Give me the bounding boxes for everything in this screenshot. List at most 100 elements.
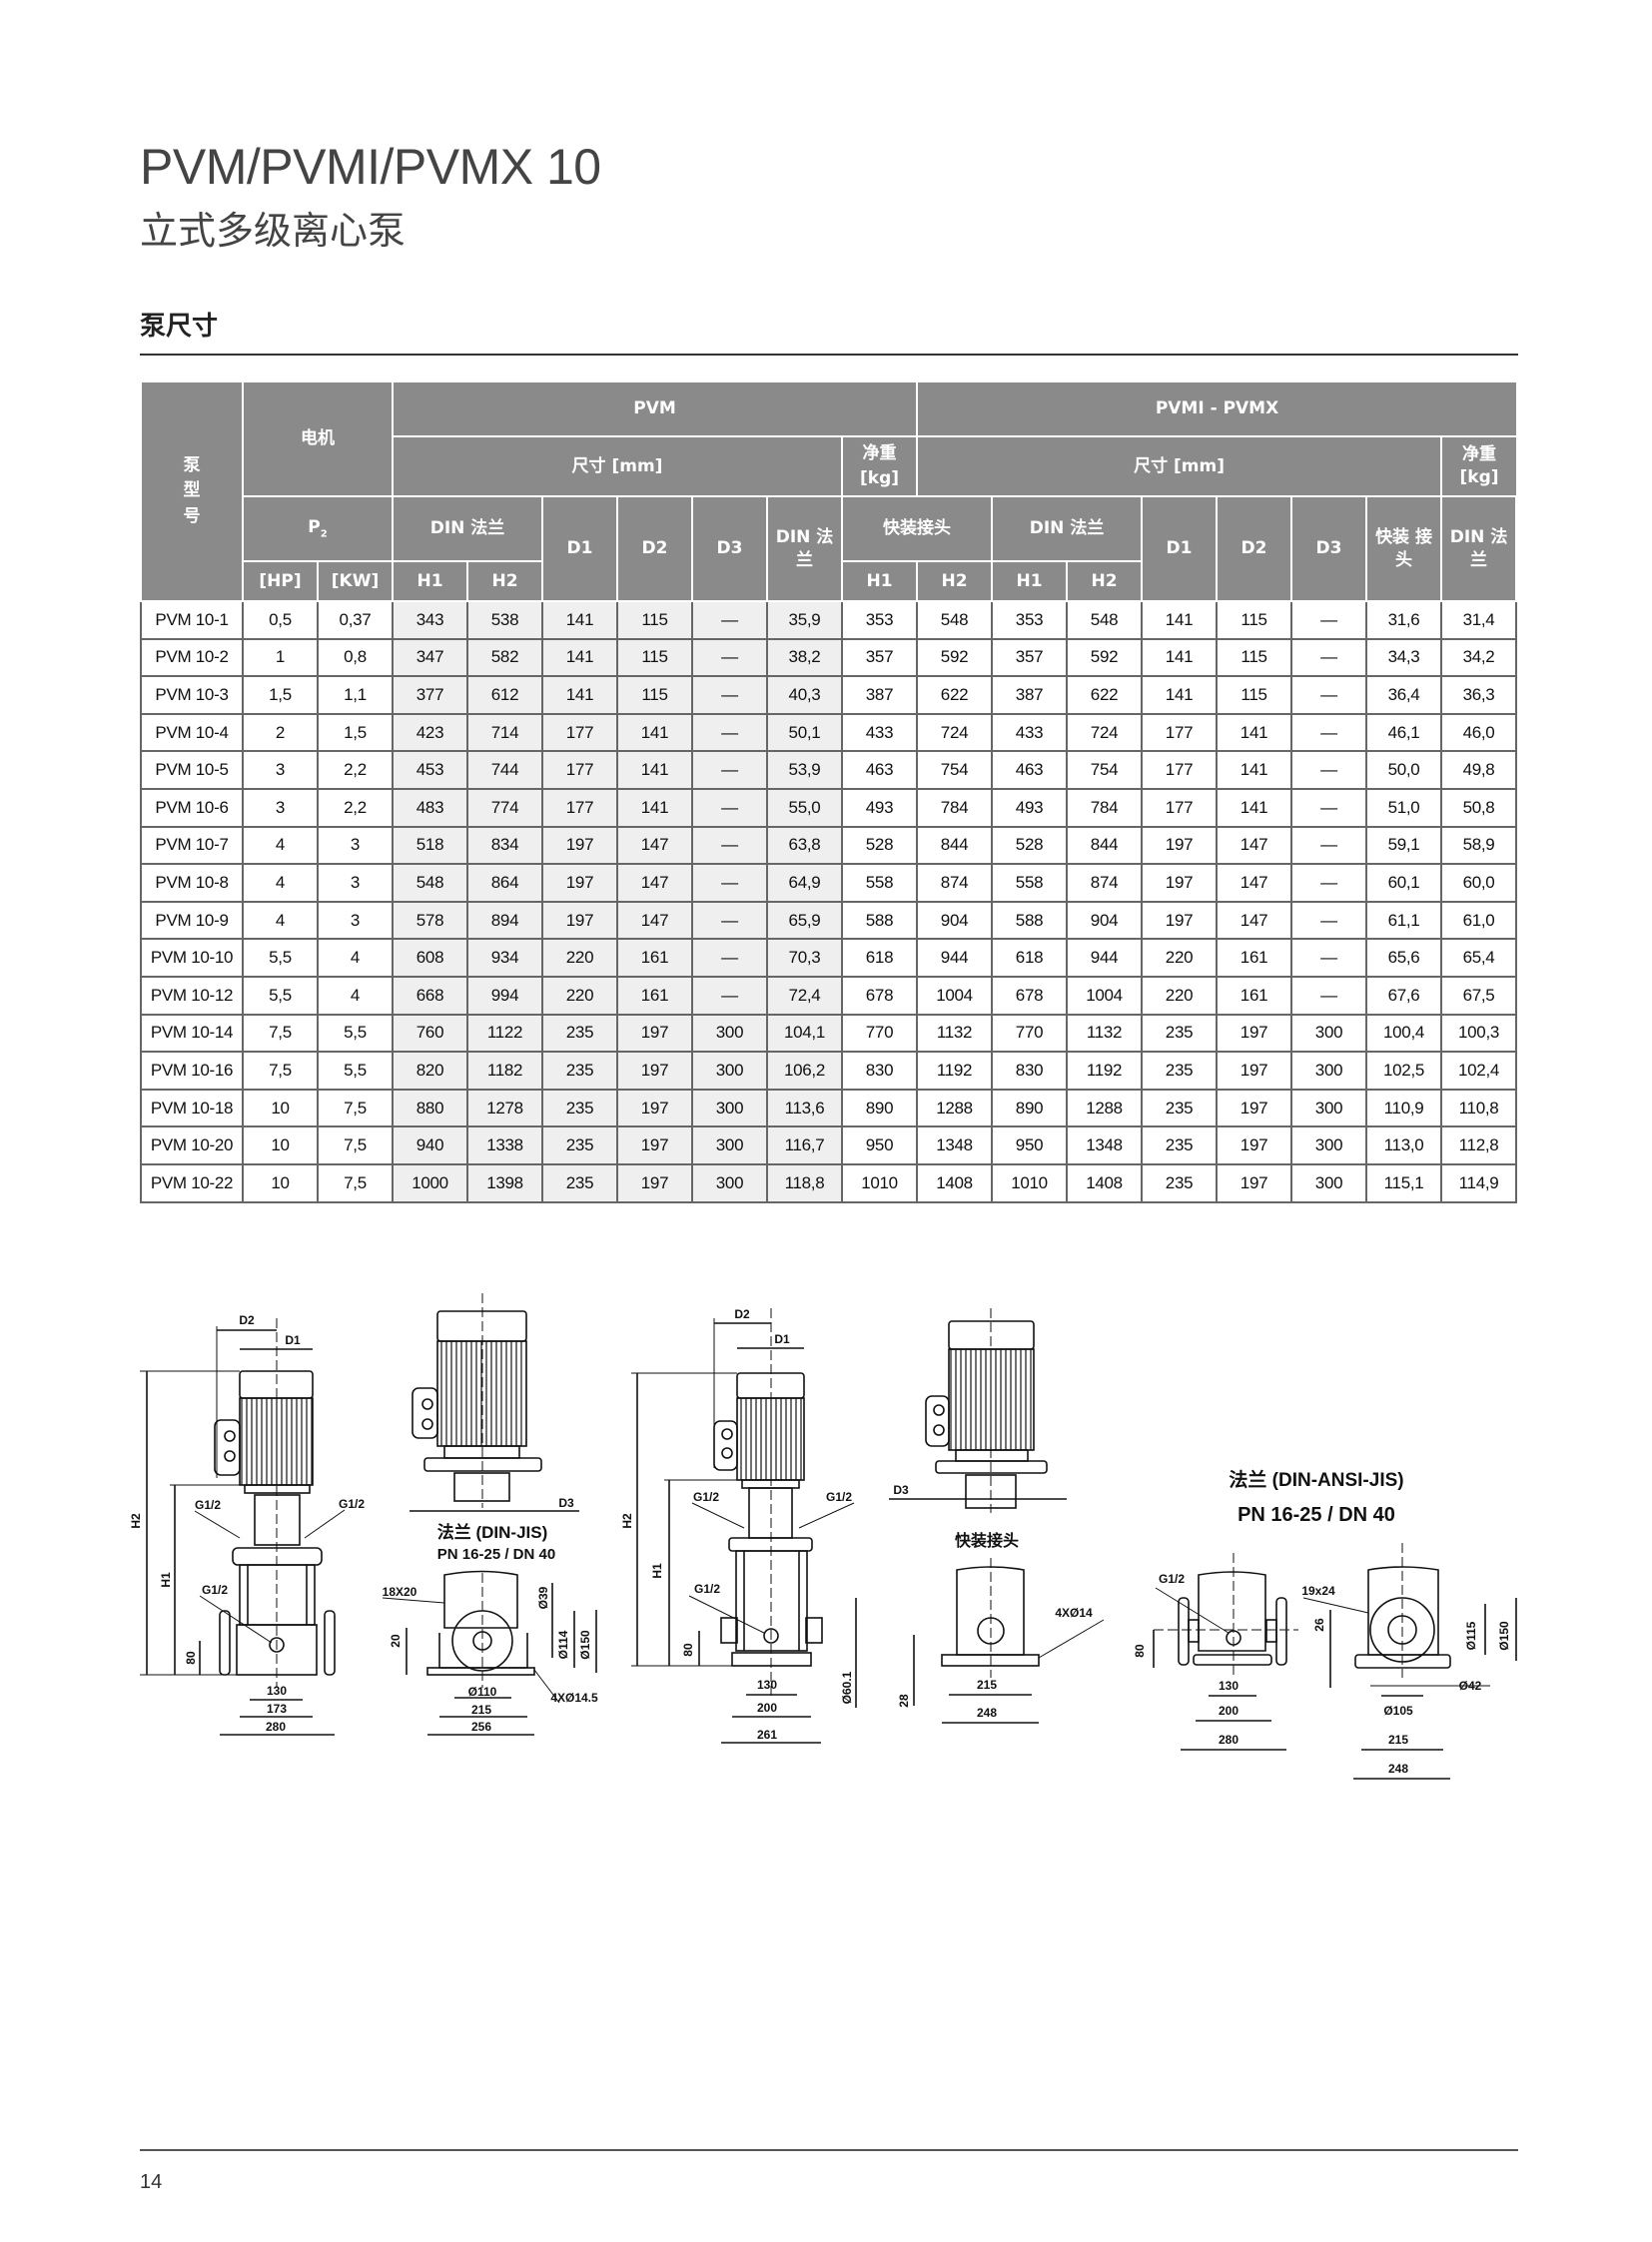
- value-cell: 100,3: [1440, 1013, 1518, 1054]
- value-cell: 102,4: [1440, 1051, 1518, 1091]
- value-cell: 141: [616, 712, 693, 753]
- value-cell: 1288: [1066, 1088, 1144, 1128]
- header-pvm-din-weight: DIN 法兰: [766, 495, 843, 602]
- value-cell: 548: [392, 863, 468, 903]
- value-cell: 141: [1141, 600, 1219, 640]
- value-cell: 34,2: [1440, 637, 1518, 678]
- value-cell: 59,1: [1365, 825, 1443, 866]
- value-cell: 714: [466, 712, 543, 753]
- value-cell: 5,5: [242, 975, 319, 1016]
- value-cell: 1122: [466, 1013, 543, 1054]
- value-cell: 934: [466, 938, 543, 978]
- value-cell: 10: [242, 1162, 319, 1203]
- value-cell: 518: [392, 825, 468, 866]
- header-pvmi-quick: 快装接头: [840, 495, 994, 562]
- value-cell: 60,1: [1365, 863, 1443, 903]
- value-cell: 3: [317, 900, 394, 941]
- dimension-label: D3: [893, 1483, 909, 1497]
- value-cell: 1010: [840, 1162, 919, 1203]
- model-cell: PVM 10-10: [140, 938, 244, 978]
- value-cell: 950: [840, 1125, 919, 1165]
- header-pvmi-d3: D3: [1290, 495, 1368, 602]
- value-cell: 115: [1216, 675, 1293, 715]
- value-cell: 1192: [1066, 1051, 1144, 1091]
- value-cell: 834: [466, 825, 543, 866]
- value-cell: 141: [1216, 787, 1293, 828]
- value-cell: 3: [242, 750, 319, 790]
- value-cell: 197: [541, 900, 618, 941]
- value-cell: 64,9: [766, 863, 843, 903]
- drawing-caption: 法兰 (DIN-JIS): [437, 1522, 548, 1542]
- value-cell: 31,6: [1365, 600, 1443, 640]
- dimension-label: 130: [757, 1678, 777, 1692]
- value-cell: 944: [1066, 938, 1144, 978]
- value-cell: —: [691, 750, 768, 790]
- header-motor: 电机: [242, 380, 394, 497]
- value-cell: 147: [616, 863, 693, 903]
- value-cell: 61,0: [1440, 900, 1518, 941]
- value-cell: —: [691, 900, 768, 941]
- value-cell: 197: [1141, 825, 1219, 866]
- value-cell: 377: [392, 675, 468, 715]
- value-cell: 347: [392, 637, 468, 678]
- value-cell: 538: [466, 600, 543, 640]
- value-cell: 864: [466, 863, 543, 903]
- dimension-label: Ø60.1: [840, 1671, 854, 1704]
- value-cell: 115: [616, 675, 693, 715]
- dimension-label: 280: [1219, 1733, 1239, 1747]
- value-cell: 1004: [916, 975, 994, 1016]
- model-cell: PVM 10-3: [140, 675, 244, 715]
- value-cell: 1010: [991, 1162, 1069, 1203]
- value-cell: 890: [991, 1088, 1069, 1128]
- dimension-label: Ø114: [556, 1630, 570, 1659]
- header-pvmi-quick-h1: H1: [840, 560, 919, 602]
- value-cell: 1288: [916, 1088, 994, 1128]
- dimension-label: 20: [389, 1634, 403, 1648]
- value-cell: 493: [840, 787, 919, 828]
- value-cell: 528: [991, 825, 1069, 866]
- dimension-label: 28: [897, 1694, 911, 1708]
- value-cell: —: [1290, 900, 1368, 941]
- terminal-box: [214, 1419, 241, 1476]
- value-cell: 63,8: [766, 825, 843, 866]
- value-cell: 58,9: [1440, 825, 1518, 866]
- value-cell: 754: [1066, 750, 1144, 790]
- value-cell: 300: [1290, 1051, 1368, 1091]
- value-cell: 197: [616, 1162, 693, 1203]
- value-cell: 141: [1216, 750, 1293, 790]
- value-cell: 770: [991, 1013, 1069, 1054]
- value-cell: 4: [242, 863, 319, 903]
- model-cell: PVM 10-2: [140, 637, 244, 678]
- header-kw: [KW]: [317, 560, 394, 602]
- value-cell: 7,5: [242, 1051, 319, 1091]
- value-cell: 147: [1216, 900, 1293, 941]
- value-cell: 10: [242, 1125, 319, 1165]
- value-cell: 113,6: [766, 1088, 843, 1128]
- value-cell: 5,5: [242, 938, 319, 978]
- drawing-caption: 法兰 (DIN-ANSI-JIS): [1229, 1468, 1403, 1491]
- page-subtitle: 立式多级离心泵: [140, 209, 407, 253]
- header-pvmi-din-flange: DIN 法兰: [991, 495, 1144, 562]
- value-cell: 51,0: [1365, 787, 1443, 828]
- value-cell: 874: [916, 863, 994, 903]
- value-cell: 1132: [1066, 1013, 1144, 1054]
- value-cell: 668: [392, 975, 468, 1016]
- value-cell: 36,3: [1440, 675, 1518, 715]
- value-cell: 1348: [916, 1125, 994, 1165]
- value-cell: 147: [616, 825, 693, 866]
- value-cell: 7,5: [317, 1125, 394, 1165]
- drawing-caption: PN 16-25 / DN 40: [1238, 1504, 1395, 1526]
- dimension-label: G1/2: [694, 1582, 720, 1596]
- value-cell: 453: [392, 750, 468, 790]
- dimension-label: Ø115: [1464, 1621, 1478, 1650]
- value-cell: —: [1290, 938, 1368, 978]
- value-cell: 53,9: [766, 750, 843, 790]
- value-cell: 36,4: [1365, 675, 1443, 715]
- value-cell: 197: [1216, 1051, 1293, 1091]
- dimension-label: 19x24: [1301, 1584, 1335, 1598]
- value-cell: 2: [242, 712, 319, 753]
- value-cell: 235: [1141, 1088, 1219, 1128]
- header-pvmi-d2: D2: [1216, 495, 1293, 602]
- model-cell: PVM 10-12: [140, 975, 244, 1016]
